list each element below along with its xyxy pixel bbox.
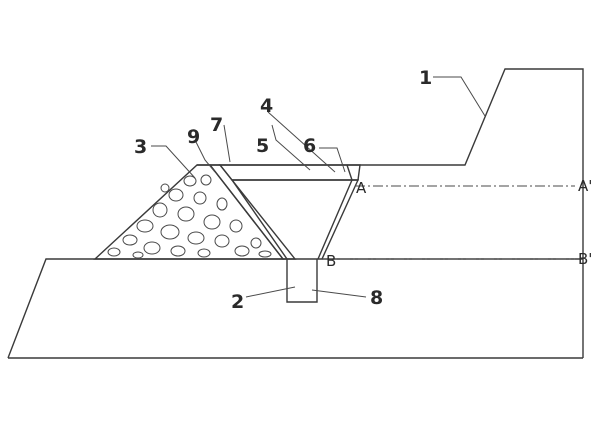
reference-b: B [326,252,336,270]
reference-a-prime: A' [578,177,592,195]
lower-ground-outline [7,258,583,359]
leader-lines [151,76,486,298]
label-5: 5 [256,135,269,157]
label-6: 6 [303,135,316,157]
label-2: 2 [231,291,244,313]
reference-b-prime: B' [578,250,592,268]
label-4: 4 [260,95,273,117]
backfill-body [230,179,360,260]
membrane-line [317,164,353,260]
upper-ground-outline [197,68,584,358]
label-9: 9 [187,126,200,148]
top-cap [218,164,361,181]
label-1: 1 [419,67,432,89]
drain-layer [208,164,297,260]
label-8: 8 [370,287,383,309]
label-3: 3 [134,136,147,158]
foundation-trench [286,259,318,303]
rubble-fill [93,164,285,260]
label-7: 7 [210,114,223,136]
reference-a: A [356,179,367,197]
